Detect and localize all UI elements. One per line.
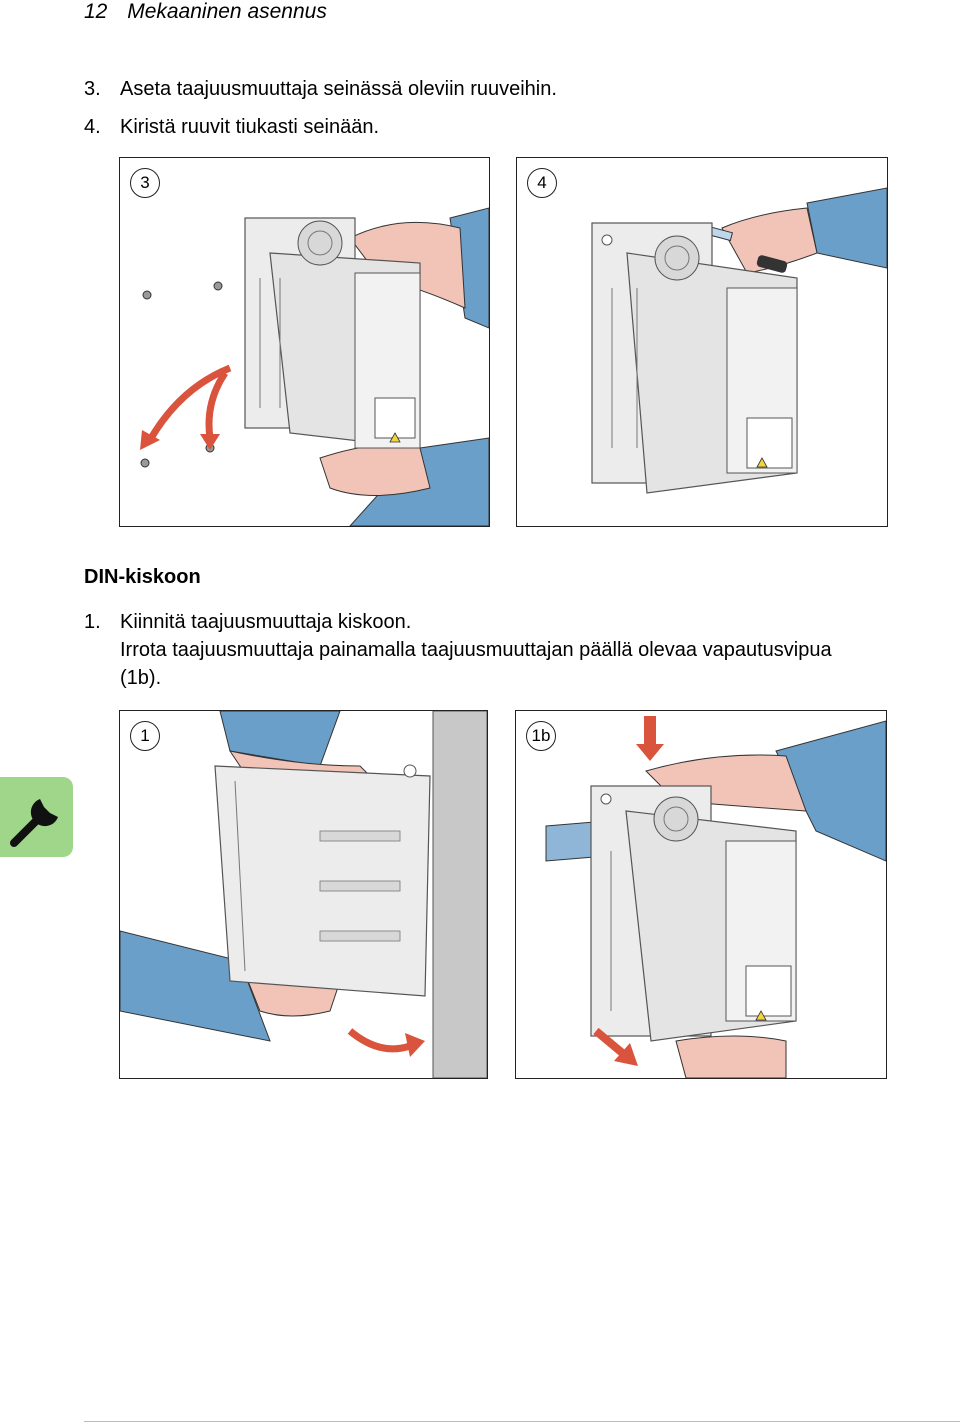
page-header: 12 Mekaaninen asennus [84,0,341,24]
figure-1b: 1b [515,710,887,1079]
section-title: Mekaaninen asennus [127,0,327,23]
step-text: Kiristä ruuvit tiukasti seinään. [120,116,380,138]
section-heading: DIN-kiskoon [84,566,201,588]
din-step-1: 1. Kiinnitä taajuusmuuttaja kiskoon. [84,607,411,637]
figure-1-illustration [120,711,487,1078]
figure-1: 1 [119,710,488,1079]
step-text: Aseta taajuusmuuttaja seinässä oleviin r… [120,78,557,100]
section-tab [0,777,73,857]
figure-label: 3 [130,168,160,198]
footer-rule [84,1421,960,1422]
figure-3: 3 [119,157,490,527]
step-3: 3. Aseta taajuusmuuttaja seinässä oleviin… [84,74,557,104]
din-note-line-2: (1b). [120,667,162,689]
figure-4-illustration [591,187,887,494]
step-number: 3. [84,78,101,100]
din-note-line-1: Irrota taajuusmuuttaja painamalla taajuu… [120,639,832,661]
wrench-icon [10,799,58,847]
step-text: Kiinnitä taajuusmuuttaja kiskoon. [120,611,412,633]
figure-label: 1b [526,721,556,751]
figure-1b-illustration [545,716,886,1078]
figure-4: 4 [516,157,888,527]
step-4: 4. Kiristä ruuvit tiukasti seinään. [84,112,379,142]
figure-label: 4 [527,168,557,198]
figure-label: 1 [130,721,160,751]
step-number: 1. [84,611,101,633]
step-number: 4. [84,116,101,138]
figure-3-illustration [140,207,489,526]
page-number: 12 [84,0,108,23]
